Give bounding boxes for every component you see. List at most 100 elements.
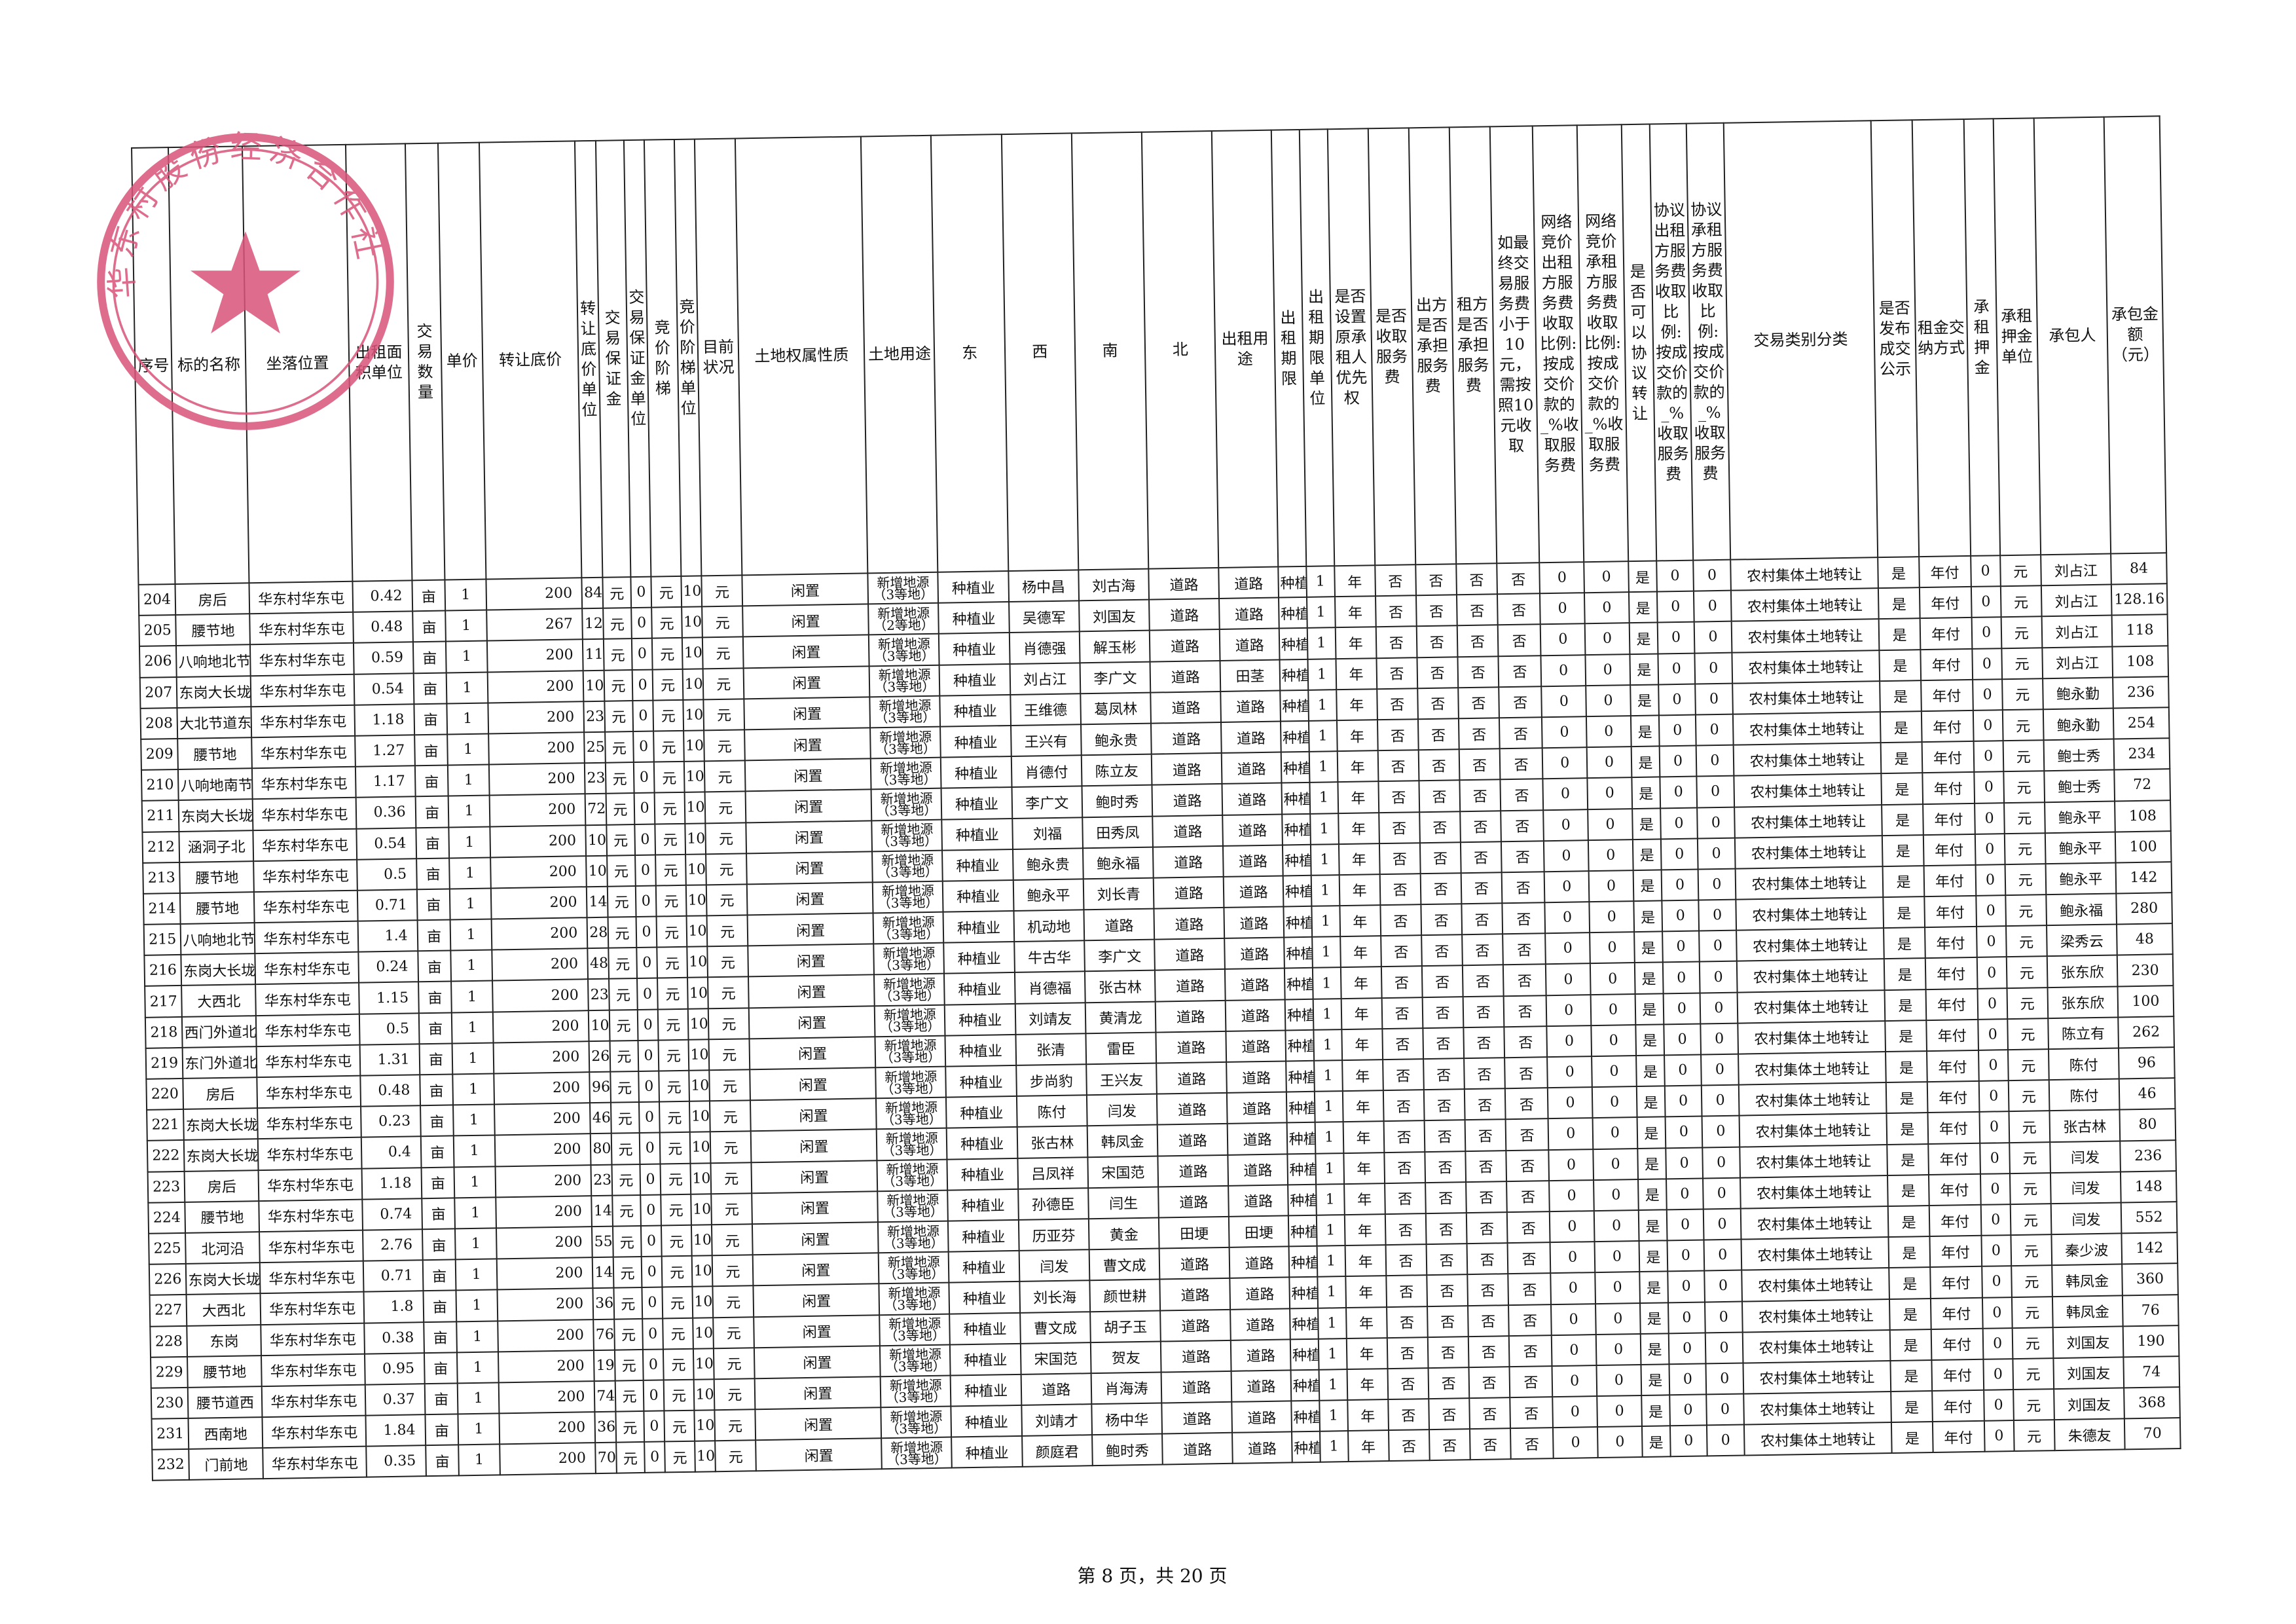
table-cell: 年付: [1918, 555, 1971, 588]
table-cell: 0: [1698, 838, 1736, 870]
table-cell: 鲍永勤: [2042, 677, 2113, 710]
table-cell: 0: [1552, 1396, 1598, 1428]
table-cell: 0: [1594, 1179, 1639, 1211]
table-cell: 0: [634, 792, 655, 824]
table-cell: 0: [1588, 839, 1633, 872]
table-cell: 48: [2117, 923, 2173, 955]
table-cell: 种植业: [945, 1065, 1017, 1098]
table-cell: 种植业: [1288, 1215, 1317, 1247]
table-cell: 道路: [1222, 783, 1283, 815]
table-cell: 200: [494, 1134, 591, 1167]
table-cell: 元: [2005, 864, 2047, 896]
table-cell: 元: [657, 947, 687, 978]
table-cell: 0: [1973, 771, 2004, 803]
table-cell: 否: [1469, 1397, 1510, 1430]
table-cell: 八响地北节: [176, 644, 251, 677]
table-cell: 0: [1703, 1208, 1741, 1240]
table-cell: 209: [141, 738, 179, 770]
table-cell: 种植业: [946, 1096, 1017, 1128]
table-cell: 否: [1379, 874, 1421, 906]
table-cell: 八响地南节: [178, 768, 253, 801]
table-cell: 种植业: [941, 818, 1013, 851]
table-cell: 74.00: [594, 1380, 616, 1412]
table-cell: 0: [1656, 560, 1694, 592]
table-cell: 108.00: [583, 670, 605, 701]
table-cell: 华东村华东屯: [253, 859, 358, 893]
table-cell: 1: [1309, 782, 1338, 814]
table-cell: 新增地源（3等地）: [875, 1035, 946, 1068]
table-cell: 华东村华东屯: [251, 674, 355, 707]
table-cell: 刘占江: [2042, 646, 2113, 678]
table-cell: 是: [1635, 993, 1664, 1025]
table-cell: 1.17: [355, 766, 416, 798]
table-cell: 元: [2009, 1172, 2051, 1205]
table-cell: 种植业: [1287, 1153, 1316, 1185]
table-cell: 218: [145, 1016, 183, 1048]
table-cell: 年: [1339, 936, 1381, 968]
table-cell: 鲍永福: [2046, 893, 2117, 926]
table-cell: 0.24: [358, 951, 418, 984]
table-cell: 道路: [1161, 1371, 1232, 1403]
table-cell: 农村集体土地转让: [1737, 1020, 1886, 1054]
table-cell: 0: [1548, 1087, 1593, 1119]
table-cell: 10: [687, 977, 708, 1009]
table-cell: 0.38: [364, 1321, 424, 1354]
table-cell: 0: [1658, 684, 1696, 716]
table-cell: 年付: [1927, 1081, 1980, 1113]
table-cell: 0: [1704, 1239, 1741, 1271]
table-cell: 元: [715, 1440, 757, 1472]
table-cell: 元: [665, 1441, 695, 1473]
table-cell: 142.00: [592, 1257, 614, 1289]
table-cell: 道路: [1150, 691, 1222, 724]
table-cell: 是: [1878, 557, 1920, 589]
table-cell: 是: [1885, 1020, 1927, 1052]
table-cell: 农村集体土地转让: [1739, 1113, 1887, 1147]
table-cell: 否: [1500, 779, 1544, 811]
table-cell: 360: [2122, 1263, 2178, 1295]
table-cell: 种植业: [1282, 813, 1311, 845]
table-cell: 否: [1465, 1119, 1506, 1151]
table-cell: 0.48: [360, 1075, 420, 1107]
table-cell: 否: [1423, 1027, 1464, 1060]
table-cell: 元: [605, 731, 634, 763]
table-cell: 0: [1975, 895, 2006, 927]
table-cell: 肖德福: [1014, 971, 1085, 1004]
table-cell: 1.27: [355, 735, 415, 767]
table-cell: 是: [1886, 1113, 1928, 1145]
table-cell: 道路: [1224, 876, 1284, 908]
table-cell: 是: [1638, 1209, 1667, 1242]
table-cell: 是: [1881, 773, 1923, 805]
table-cell: 肖海涛: [1091, 1372, 1162, 1405]
table-cell: 10: [688, 1070, 710, 1101]
table-cell: 朱德友: [2054, 1418, 2125, 1451]
table-cell: 10: [689, 1132, 711, 1164]
table-cell: 闲置: [751, 1160, 878, 1194]
table-cell: 新增地源（3等地）: [877, 1190, 949, 1223]
table-cell: 1: [446, 640, 488, 673]
table-cell: 否: [1456, 594, 1498, 626]
table-cell: 年付: [1929, 1235, 1982, 1268]
table-cell: 200: [498, 1380, 595, 1414]
table-cell: 1: [450, 950, 492, 982]
table-cell: 否: [1388, 1430, 1430, 1462]
table-cell: 204: [138, 584, 176, 616]
table-cell: 是: [1882, 803, 1923, 836]
table-cell: 否: [1502, 902, 1546, 934]
table-cell: 李广文: [1084, 939, 1156, 972]
table-cell: 230: [151, 1387, 189, 1419]
table-cell: 元: [702, 637, 744, 669]
table-cell: 是: [1883, 866, 1924, 898]
table-cell: 否: [1503, 933, 1546, 965]
table-cell: 211: [141, 800, 179, 832]
table-cell: 元: [705, 822, 747, 855]
table-cell: 鲍士秀: [2044, 769, 2115, 802]
table-cell: 0: [1544, 871, 1590, 903]
table-cell: 新增地源（3等地）: [881, 1406, 952, 1439]
table-cell: 道路: [1157, 1124, 1228, 1156]
table-cell: 元: [712, 1285, 754, 1318]
table-cell: 种植业: [951, 1405, 1022, 1437]
table-cell: 225: [149, 1232, 187, 1264]
table-cell: 年: [1336, 688, 1377, 721]
table-cell: 闲置: [747, 882, 873, 915]
table-cell: 年: [1339, 905, 1381, 937]
